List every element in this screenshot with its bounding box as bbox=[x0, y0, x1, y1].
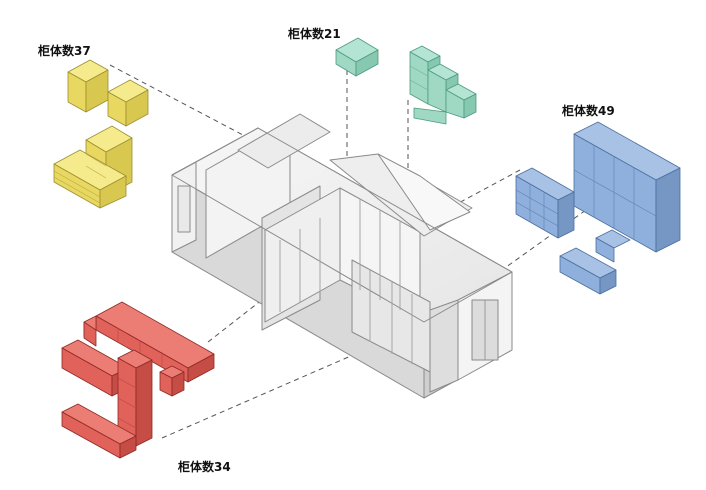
cabinet-group-red bbox=[61, 301, 215, 459]
connector-blue-2 bbox=[487, 199, 601, 281]
cabinet-detail-lines bbox=[279, 199, 413, 364]
connector-blue bbox=[454, 169, 521, 206]
left-window bbox=[177, 185, 191, 233]
cabinet-group-mint bbox=[335, 37, 477, 125]
label-cabinet-count-34: 柜体数34 bbox=[178, 460, 231, 474]
cabinet-group-yellow bbox=[53, 59, 149, 209]
label-cabinet-count-21: 柜体数21 bbox=[288, 27, 341, 41]
partition-2 bbox=[237, 113, 331, 169]
cabinet-group-blue bbox=[515, 121, 681, 295]
building bbox=[171, 113, 513, 399]
back-room-floor bbox=[377, 153, 471, 231]
label-cabinet-count-37: 柜体数37 bbox=[38, 44, 91, 58]
right-wall-depth bbox=[429, 299, 459, 393]
label-cabinet-count-49: 柜体数49 bbox=[562, 104, 615, 118]
connector-yellow bbox=[109, 64, 263, 146]
top-rim-back bbox=[171, 127, 513, 273]
top-rim-front bbox=[171, 174, 513, 323]
